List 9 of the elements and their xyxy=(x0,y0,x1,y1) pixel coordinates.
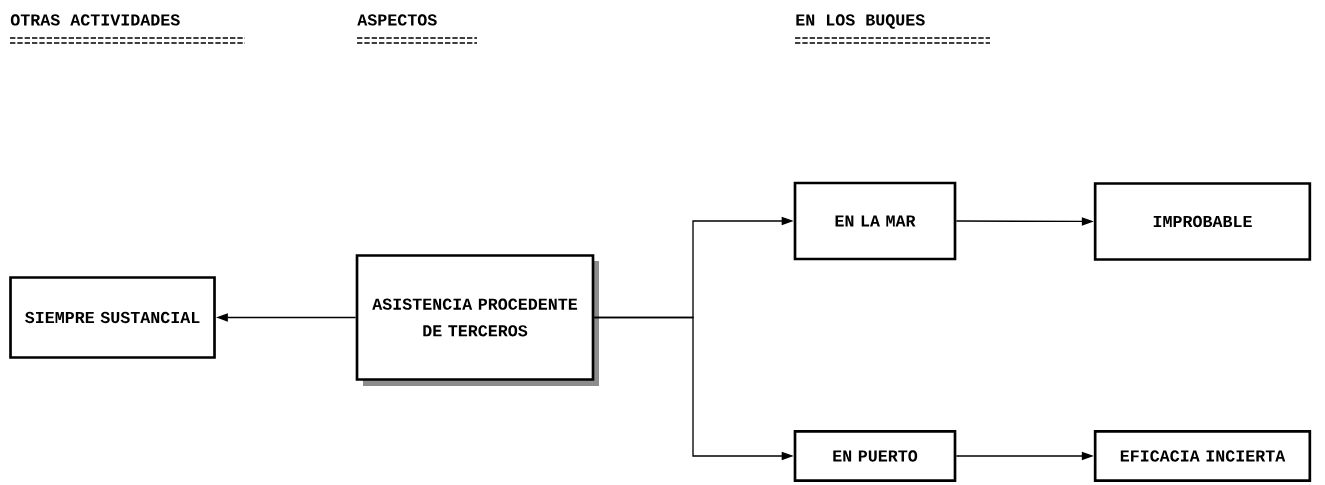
heading: EN LOS BUQUES xyxy=(796,14,925,29)
text-box: EN LA MAR xyxy=(793,181,957,261)
text-box: EFICACIA INCIERTA xyxy=(1093,430,1312,482)
text-box: SIEMPRE SUSTANCIAL xyxy=(9,276,216,359)
heading: ASPECTOS xyxy=(357,14,437,26)
text-box: IMPROBABLE xyxy=(1093,182,1312,261)
text-box: ASISTENCIA PROCEDENTE DE TERCEROS xyxy=(355,254,599,386)
heading: OTRAS ACTIVIDADES xyxy=(10,14,180,26)
text-box: EN PUERTO xyxy=(793,430,957,482)
